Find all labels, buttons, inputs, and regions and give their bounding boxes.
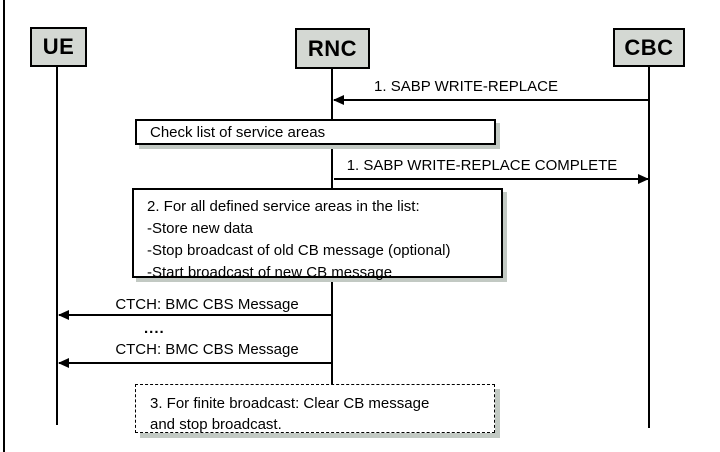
lifeline-ue (56, 66, 58, 425)
arrowhead-left-icon (58, 358, 69, 368)
entity-box-ue: UE (30, 27, 87, 67)
arrowhead-left-icon (333, 95, 344, 105)
entity-label-cbc: CBC (624, 34, 674, 60)
arrowhead-right-icon (638, 174, 649, 184)
arrowhead-left-icon (58, 310, 69, 320)
message-label-ctch-bmc-cbs-1: CTCH: BMC CBS Message (115, 296, 299, 313)
message-line-ctch-bmc-cbs-2 (59, 362, 333, 364)
note-check-list-text: Check list of service areas (150, 123, 326, 141)
message-label-sabp-write-replace-complete: 1. SABP WRITE-REPLACE COMPLETE (346, 157, 618, 174)
note-process-line-3: -Stop broadcast of old CB message (optio… (147, 242, 451, 259)
entity-box-rnc: RNC (295, 28, 370, 69)
note-check-list: Check list of service areas (135, 119, 496, 145)
note-finite-line-2: and stop broadcast. (150, 416, 282, 433)
lifeline-cbc (648, 66, 650, 428)
note-finite-broadcast: 3. For finite broadcast: Clear CB messag… (135, 384, 495, 433)
message-line-sabp-write-replace-complete (334, 178, 648, 180)
note-process-line-1: 2. For all defined service areas in the … (147, 198, 420, 215)
page-border-line (3, 0, 5, 452)
note-process-line-2: -Store new data (147, 220, 253, 237)
entity-label-ue: UE (42, 34, 75, 59)
repetition-ellipsis: .... (144, 320, 165, 337)
entity-label-rnc: RNC (307, 35, 358, 61)
note-finite-line-1: 3. For finite broadcast: Clear CB messag… (150, 395, 430, 412)
entity-box-cbc: CBC (613, 28, 685, 67)
note-process-line-4: -Start broadcast of new CB message (147, 264, 393, 281)
message-label-ctch-bmc-cbs-2: CTCH: BMC CBS Message (115, 341, 299, 358)
note-process-steps: 2. For all defined service areas in the … (132, 188, 503, 281)
message-line-sabp-write-replace (334, 99, 649, 101)
message-line-ctch-bmc-cbs-1 (59, 314, 333, 316)
message-label-sabp-write-replace: 1. SABP WRITE-REPLACE (374, 78, 558, 95)
